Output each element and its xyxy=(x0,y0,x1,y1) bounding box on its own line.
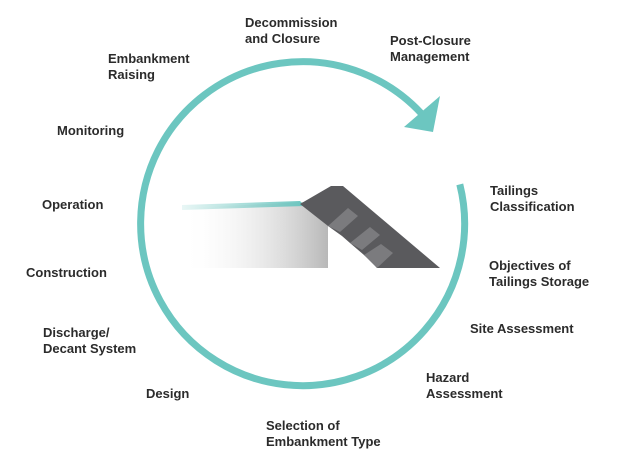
label-operation: Operation xyxy=(42,197,104,212)
circular-arrow-icon xyxy=(404,96,440,132)
water-surface xyxy=(182,201,305,210)
label-site-assessment: Site Assessment xyxy=(470,321,574,336)
label-hazard-assessment: Hazard Assessment xyxy=(426,370,503,401)
embankment-raise-step xyxy=(328,208,358,232)
cycle-ring xyxy=(137,58,469,390)
embankment-raise-step xyxy=(364,244,393,268)
label-tailings-classification: Tailings Classification xyxy=(490,183,575,214)
label-decommission-and-closure: Decommission and Closure xyxy=(245,15,338,46)
label-selection-of-embankment-type: Selection of Embankment Type xyxy=(266,418,381,449)
embankment-raise-step xyxy=(350,227,380,250)
label-design: Design xyxy=(146,386,190,401)
label-construction: Construction xyxy=(26,265,107,280)
label-objectives-of-tailings-storage: Objectives of Tailings Storage xyxy=(489,258,590,289)
label-monitoring: Monitoring xyxy=(57,123,125,138)
label-discharge-decant-system: Discharge/ Decant System xyxy=(43,325,137,356)
label-post-closure-management: Post-Closure Management xyxy=(390,33,471,64)
label-embankment-raising: Embankment Raising xyxy=(108,51,190,82)
tailings-deposit xyxy=(182,201,328,268)
